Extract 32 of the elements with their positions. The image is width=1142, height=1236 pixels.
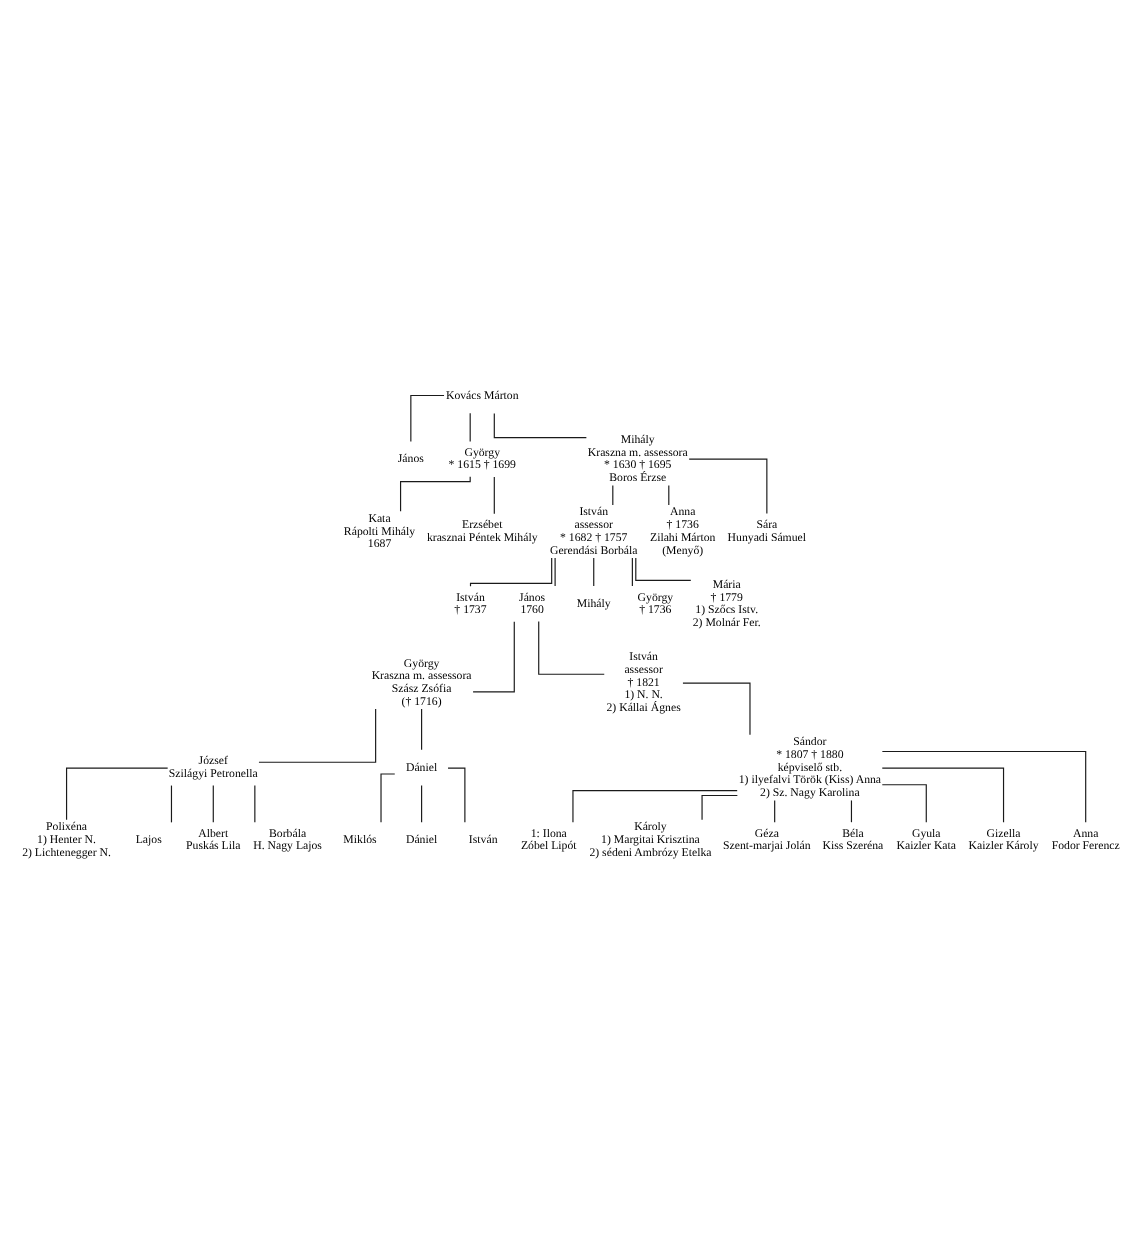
connector	[612, 484, 614, 505]
connector	[421, 783, 423, 822]
connector	[254, 783, 256, 822]
connector	[554, 556, 556, 586]
connector	[688, 457, 768, 514]
connector	[631, 556, 633, 586]
connector	[170, 783, 173, 822]
connector	[258, 707, 377, 762]
connector	[881, 783, 927, 822]
connector	[668, 484, 670, 505]
connector	[472, 620, 515, 692]
connector	[572, 789, 738, 822]
connector	[66, 766, 169, 820]
connector	[774, 798, 776, 822]
connector	[635, 556, 692, 580]
connector	[469, 556, 553, 586]
connector	[212, 783, 214, 822]
connector	[400, 475, 471, 511]
connector	[682, 681, 751, 735]
connector	[881, 766, 1005, 822]
connector	[410, 393, 445, 441]
connector	[701, 793, 738, 820]
connector	[469, 411, 471, 442]
connector	[881, 749, 1087, 822]
connector	[850, 798, 853, 822]
connector	[493, 475, 495, 514]
connector	[538, 620, 605, 674]
connector	[380, 772, 396, 822]
connector	[447, 766, 466, 822]
connector	[421, 707, 423, 750]
connector	[493, 412, 587, 438]
connector	[593, 556, 595, 586]
